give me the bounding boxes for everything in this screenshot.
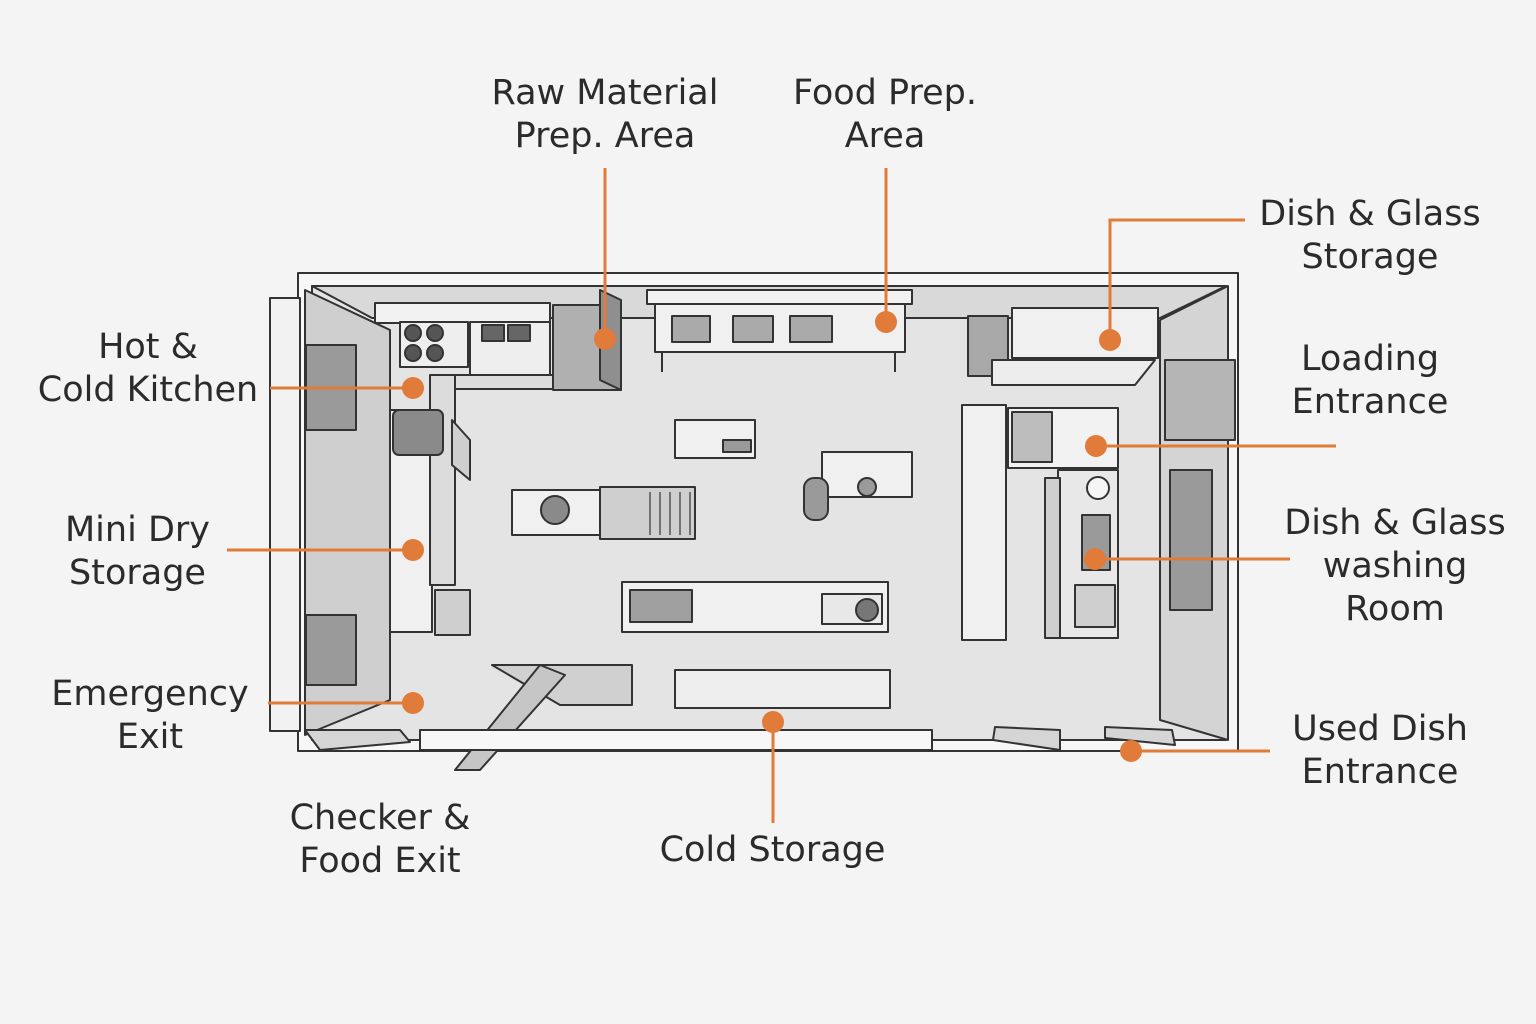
marker-used-dish-entrance	[1120, 740, 1142, 762]
counter-drawer	[671, 315, 711, 343]
label-dish-glass-washing: Dish & Glass washing Room	[1284, 503, 1506, 629]
dish-washing-shelf	[961, 404, 1007, 641]
label-mini-dry-storage: Mini Dry Storage	[64, 510, 210, 593]
leader-dish-glass-storage	[1108, 218, 1245, 340]
burner	[404, 324, 422, 342]
mixer-table	[821, 451, 913, 498]
marker-cold-storage	[762, 711, 784, 733]
range-griddle	[629, 589, 693, 623]
emergency-exit-door	[269, 297, 301, 732]
counter-drawer	[732, 315, 774, 343]
washing-room-shelf	[1044, 477, 1061, 639]
lower-cabinet	[454, 374, 566, 390]
mixer	[540, 495, 570, 525]
label-cold-storage: Cold Storage	[659, 830, 886, 870]
side-door-leaf	[992, 726, 1061, 751]
marker-dish-glass-storage	[1099, 329, 1121, 351]
marker-emergency-exit	[402, 692, 424, 714]
marker-raw-material-prep	[594, 328, 616, 350]
right-vent	[1164, 359, 1236, 441]
sink-basin	[481, 324, 505, 342]
cold-storage-unit	[674, 669, 891, 709]
label-hot-cold-kitchen: Hot & Cold Kitchen	[37, 327, 259, 410]
mixer-head	[857, 477, 877, 497]
label-loading-entrance: Loading Entrance	[1291, 339, 1449, 422]
mini-dry-storage-shelf	[429, 374, 456, 586]
burner	[426, 324, 444, 342]
burner	[404, 344, 422, 362]
lower-shelf	[434, 589, 471, 636]
marker-mini-dry-storage	[402, 539, 424, 561]
dishwasher-drum	[1086, 476, 1110, 500]
label-food-prep: Food Prep. Area	[792, 73, 978, 156]
label-dish-glass-storage: Dish & Glass Storage	[1259, 194, 1481, 277]
left-window-2	[305, 614, 357, 686]
burner	[426, 344, 444, 362]
right-window	[1169, 469, 1213, 611]
dish-storage-shelf	[991, 359, 1156, 386]
fryer-unit	[392, 409, 444, 456]
marker-food-prep	[875, 311, 897, 333]
marker-loading-entrance	[1085, 435, 1107, 457]
counter-drawer	[789, 315, 833, 343]
used-dish-door-leaf	[1104, 726, 1176, 746]
dish-rack	[1011, 411, 1053, 463]
sink-basin	[507, 324, 531, 342]
emergency-exit-door-leaf	[304, 729, 411, 751]
stock-pot	[803, 477, 829, 521]
label-emergency-exit: Emergency Exit	[51, 674, 249, 757]
bottom-wall-segment	[419, 729, 933, 751]
grill-station	[599, 486, 696, 540]
label-used-dish-entrance: Used Dish Entrance	[1292, 709, 1468, 792]
side-table	[451, 419, 471, 481]
label-checker-food-exit: Checker & Food Exit	[289, 798, 471, 881]
dish-storage-unit	[1011, 307, 1159, 359]
table-display	[722, 439, 752, 453]
food-prep-counter-top	[646, 289, 913, 305]
dish-bin	[1074, 584, 1116, 628]
stove-counter	[374, 302, 551, 324]
label-raw-material-prep: Raw Material Prep. Area	[491, 73, 719, 156]
marker-dish-glass-washing	[1084, 548, 1106, 570]
range-burner	[855, 598, 879, 622]
marker-hot-cold-kitchen	[402, 377, 424, 399]
